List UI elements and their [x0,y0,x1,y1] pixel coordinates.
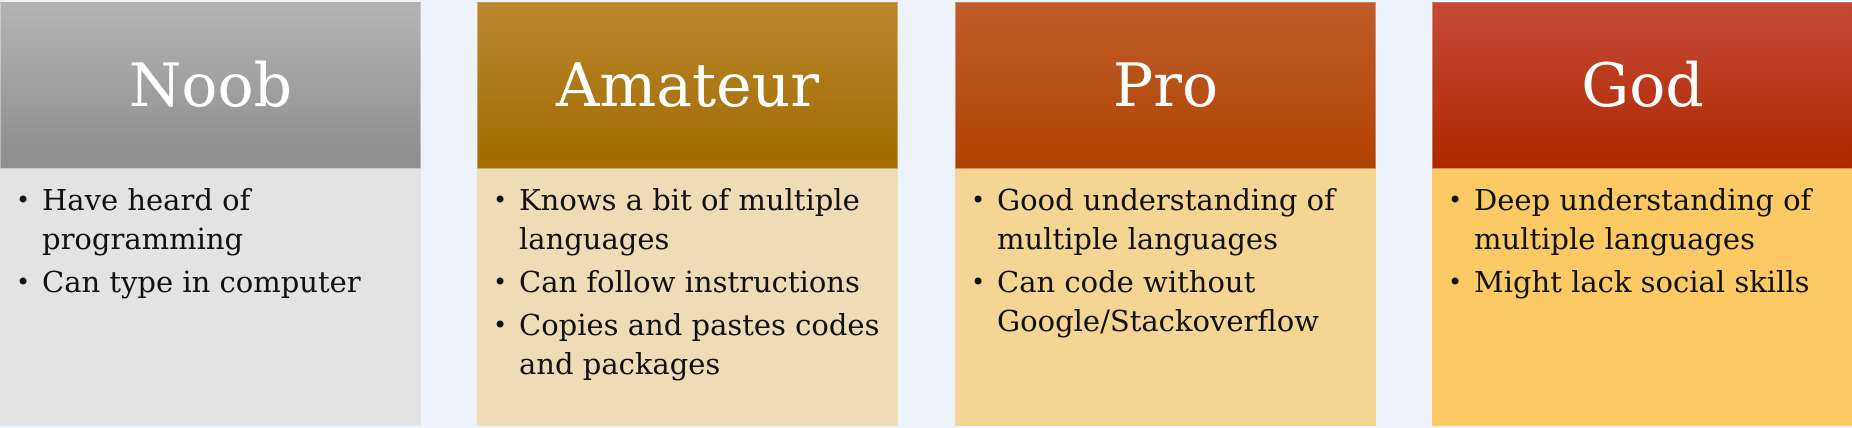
level-header-god: God [1432,2,1852,169]
list-item-text: Can code without Google/Stackoverflow [997,265,1319,338]
level-item-list: • Deep understanding of multiple language… [1446,181,1843,302]
level-title: God [1581,50,1704,121]
level-column-amateur: Amateur • Knows a bit of multiple languag… [477,2,898,426]
level-header-noob: Noob [0,2,421,169]
list-item-text: Have heard of programming [42,183,251,256]
level-header-amateur: Amateur [477,2,898,169]
bullet-icon: • [16,268,31,296]
list-item-text: Copies and pastes codes and packages [519,308,880,381]
list-item-text: Knows a bit of multiple languages [519,183,860,256]
level-title: Pro [1112,50,1219,121]
bullet-icon: • [971,186,986,214]
list-item: • Knows a bit of multiple languages [491,181,888,259]
level-body-god: • Deep understanding of multiple language… [1432,169,1852,426]
bullet-icon: • [16,186,31,214]
list-item-text: Might lack social skills [1474,265,1810,299]
level-header-pro: Pro [955,2,1376,169]
list-item: • Good understanding of multiple language… [969,181,1366,259]
list-item-text: Good understanding of multiple languages [997,183,1335,256]
level-title: Amateur [556,50,819,121]
bullet-icon: • [493,186,508,214]
level-column-pro: Pro • Good understanding of multiple lang… [955,2,1376,426]
level-item-list: • Good understanding of multiple language… [969,181,1366,341]
level-column-noob: Noob • Have heard of programming • Can typ… [0,2,421,426]
list-item: • Deep understanding of multiple language… [1446,181,1843,259]
bullet-icon: • [971,268,986,296]
list-item-text: Can follow instructions [519,265,860,299]
level-item-list: • Knows a bit of multiple languages • Can … [491,181,888,384]
list-item: • Can follow instructions [491,263,888,302]
bullet-icon: • [493,268,508,296]
list-item: • Have heard of programming [14,181,411,259]
list-item: • Can code without Google/Stackoverflow [969,263,1366,341]
level-item-list: • Have heard of programming • Can type in … [14,181,411,302]
list-item: • Can type in computer [14,263,411,302]
list-item-text: Can type in computer [42,265,361,299]
level-body-amateur: • Knows a bit of multiple languages • Can … [477,169,898,426]
list-item: • Copies and pastes codes and packages [491,306,888,384]
level-column-god: God • Deep understanding of multiple lang… [1432,2,1852,426]
bullet-icon: • [1448,268,1463,296]
list-item: • Might lack social skills [1446,263,1843,302]
bullet-icon: • [493,311,508,339]
list-item-text: Deep understanding of multiple languages [1474,183,1812,256]
level-body-noob: • Have heard of programming • Can type in … [0,169,421,426]
level-title: Noob [128,50,293,121]
level-body-pro: • Good understanding of multiple language… [955,169,1376,426]
bullet-icon: • [1448,186,1463,214]
